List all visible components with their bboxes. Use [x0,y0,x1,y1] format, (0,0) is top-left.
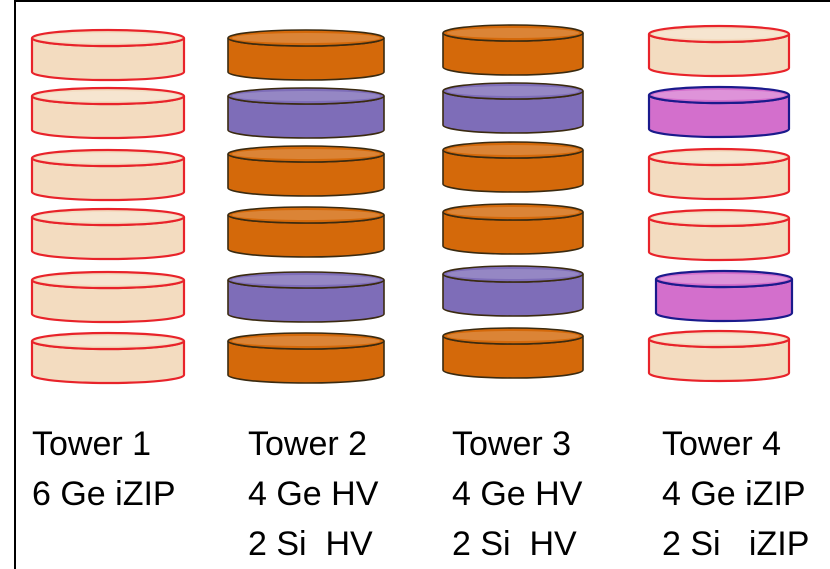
tower-4-disk-1 [647,24,791,78]
tower-1-title: Tower 1 [32,425,152,463]
tower-2-disk-2 [227,87,385,139]
tower-2-line2: 2 Si HV [248,525,373,563]
tower-2-disk-4 [227,206,385,258]
tower-1-disk-1 [30,28,186,82]
tower-2-disk-1 [227,29,385,81]
tower-4-line1: 4 Ge iZIP [662,475,806,513]
tower-1-disk-2 [30,86,186,140]
tower-3-disk-2 [442,82,584,134]
tower-3-disk-1 [442,24,584,76]
tower-4-title: Tower 4 [662,425,782,463]
tower-3-disk-6 [442,327,584,379]
tower-4-disk-4 [647,208,791,262]
figure-border [14,0,830,569]
tower-1-disk-3 [30,148,186,202]
tower-3-line2: 2 Si HV [452,525,577,563]
tower-2-disk-6 [227,332,385,384]
tower-4-disk-3 [647,147,791,201]
tower-1-disk-4 [30,207,186,261]
tower-1-disk-5 [30,270,186,324]
tower-4-disk-6 [647,329,791,383]
tower-4-disk-5 [654,269,794,323]
tower-2-disk-3 [227,145,385,197]
tower-3-disk-3 [442,141,584,193]
tower-3-line1: 4 Ge HV [452,475,583,513]
tower-1-disk-6 [30,331,186,385]
tower-1-line1: 6 Ge iZIP [32,475,176,513]
tower-4-disk-2 [647,85,791,139]
tower-2-line1: 4 Ge HV [248,475,379,513]
tower-2-disk-5 [227,271,385,323]
tower-2-title: Tower 2 [248,425,368,463]
tower-3-title: Tower 3 [452,425,572,463]
tower-3-disk-5 [442,265,584,317]
tower-3-disk-4 [442,203,584,255]
tower-4-line2: 2 Si iZIP [662,525,810,563]
